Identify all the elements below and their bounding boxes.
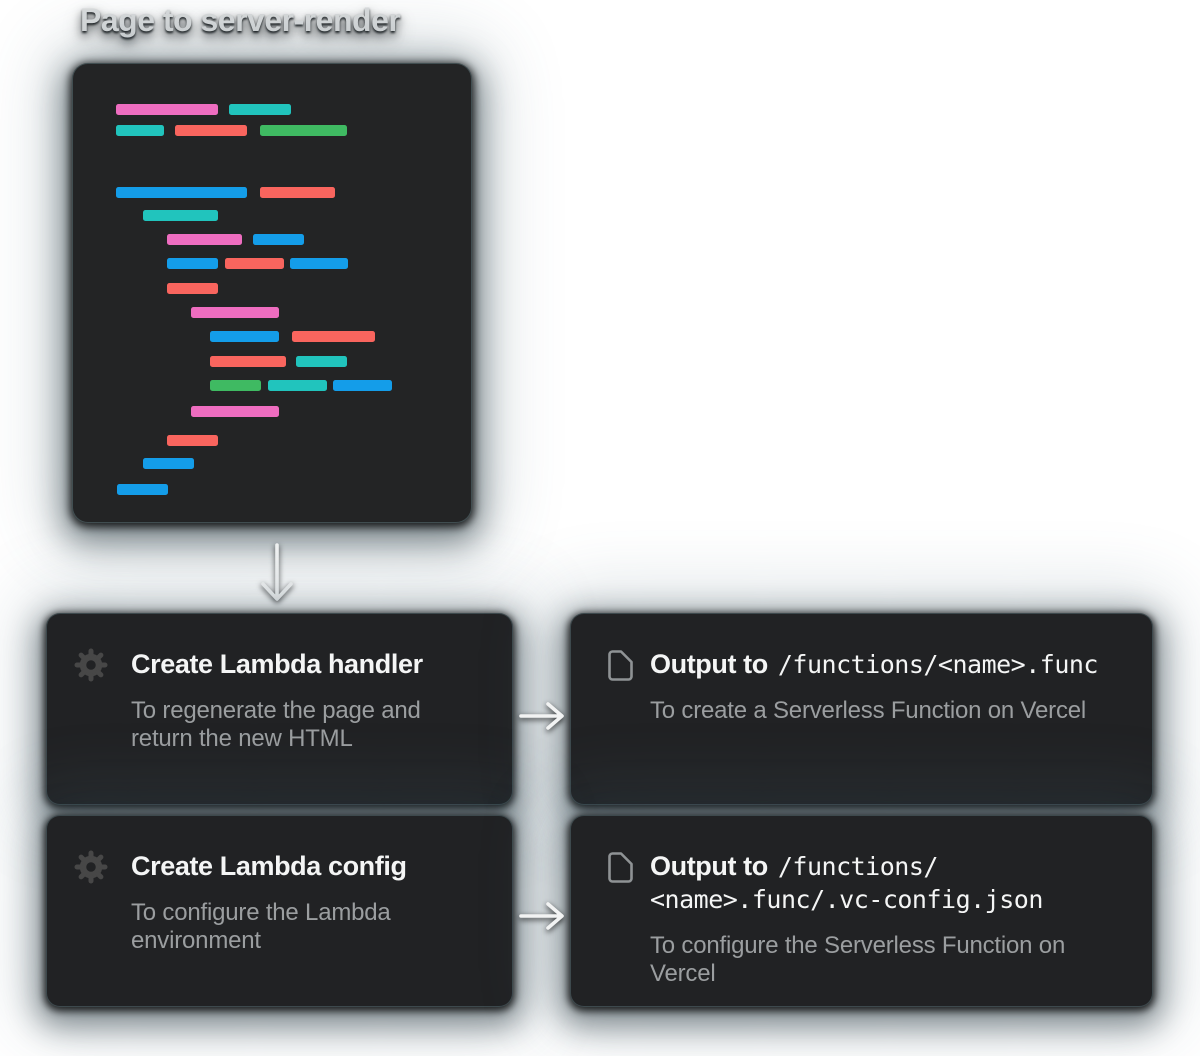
- card-content: Output to/functions/<name>.func To creat…: [650, 648, 1099, 725]
- code-line-bar: [225, 258, 284, 269]
- code-line-bar: [210, 331, 279, 342]
- code-line-bar: [191, 307, 279, 318]
- code-line-bar: [167, 258, 218, 269]
- card-description: To configure the Serverless Function on …: [650, 932, 1066, 987]
- code-line-bar: [253, 234, 304, 245]
- card-title-path: /functions/<name>.func: [777, 650, 1099, 679]
- arrow-right-icon: [519, 902, 564, 930]
- card-create-lambda-config: Create Lambda config To configure the La…: [46, 815, 513, 1007]
- card-content: Create Lambda handler To regenerate the …: [131, 648, 461, 753]
- code-line-bar: [296, 356, 347, 367]
- arrow-down-icon: [261, 543, 293, 601]
- code-line-bar: [268, 380, 327, 391]
- card-output-func: Output to/functions/<name>.func To creat…: [570, 613, 1153, 805]
- code-line-bar: [290, 258, 348, 269]
- card-title-path-line2: <name>.func/.vc-config.json: [650, 885, 1043, 914]
- card-title-prefix: Output to: [650, 649, 768, 679]
- gear-icon: [74, 648, 108, 682]
- card-description: To regenerate the page and return the ne…: [131, 697, 421, 752]
- code-line-bar: [191, 406, 279, 417]
- card-title: Create Lambda config: [131, 851, 407, 881]
- code-line-bar: [210, 380, 261, 391]
- code-line-bar: [229, 104, 291, 115]
- card-output-vc-config: Output to/functions/ <name>.func/.vc-conf…: [570, 815, 1153, 1007]
- code-line-bar: [116, 125, 164, 136]
- code-line-bar: [167, 435, 218, 446]
- card-title: Output to/functions/ <name>.func/.vc-conf…: [650, 850, 1128, 916]
- code-line-bar: [175, 125, 247, 136]
- card-create-lambda-handler: Create Lambda handler To regenerate the …: [46, 613, 513, 805]
- code-line-bar: [117, 484, 168, 495]
- code-editor-panel: [72, 63, 472, 523]
- code-line-bar: [260, 187, 335, 198]
- code-line-bar: [116, 187, 247, 198]
- file-icon: [608, 852, 633, 883]
- arrow-right-icon: [519, 702, 564, 730]
- card-content: Output to/functions/ <name>.func/.vc-conf…: [650, 850, 1128, 988]
- card-title-prefix: Output to: [650, 851, 768, 881]
- code-line-bar: [210, 356, 286, 367]
- code-line-bar: [143, 458, 194, 469]
- card-description: To configure the Lambda environment: [131, 899, 391, 954]
- code-line-bar: [260, 125, 347, 136]
- page-title: Page to server-render: [80, 2, 401, 38]
- card-description: To create a Serverless Function on Verce…: [650, 697, 1087, 724]
- card-content: Create Lambda config To configure the La…: [131, 850, 461, 955]
- code-line-bar: [116, 104, 218, 115]
- card-title-path-line1: /functions/: [777, 852, 939, 881]
- code-line-bar: [333, 380, 392, 391]
- code-line-bar: [167, 283, 218, 294]
- code-line-bar: [167, 234, 242, 245]
- card-title: Output to/functions/<name>.func: [650, 648, 1099, 681]
- code-line-bar: [143, 210, 218, 221]
- code-line-bar: [292, 331, 375, 342]
- gear-icon: [74, 850, 108, 884]
- card-title: Create Lambda handler: [131, 649, 423, 679]
- file-icon: [608, 650, 633, 681]
